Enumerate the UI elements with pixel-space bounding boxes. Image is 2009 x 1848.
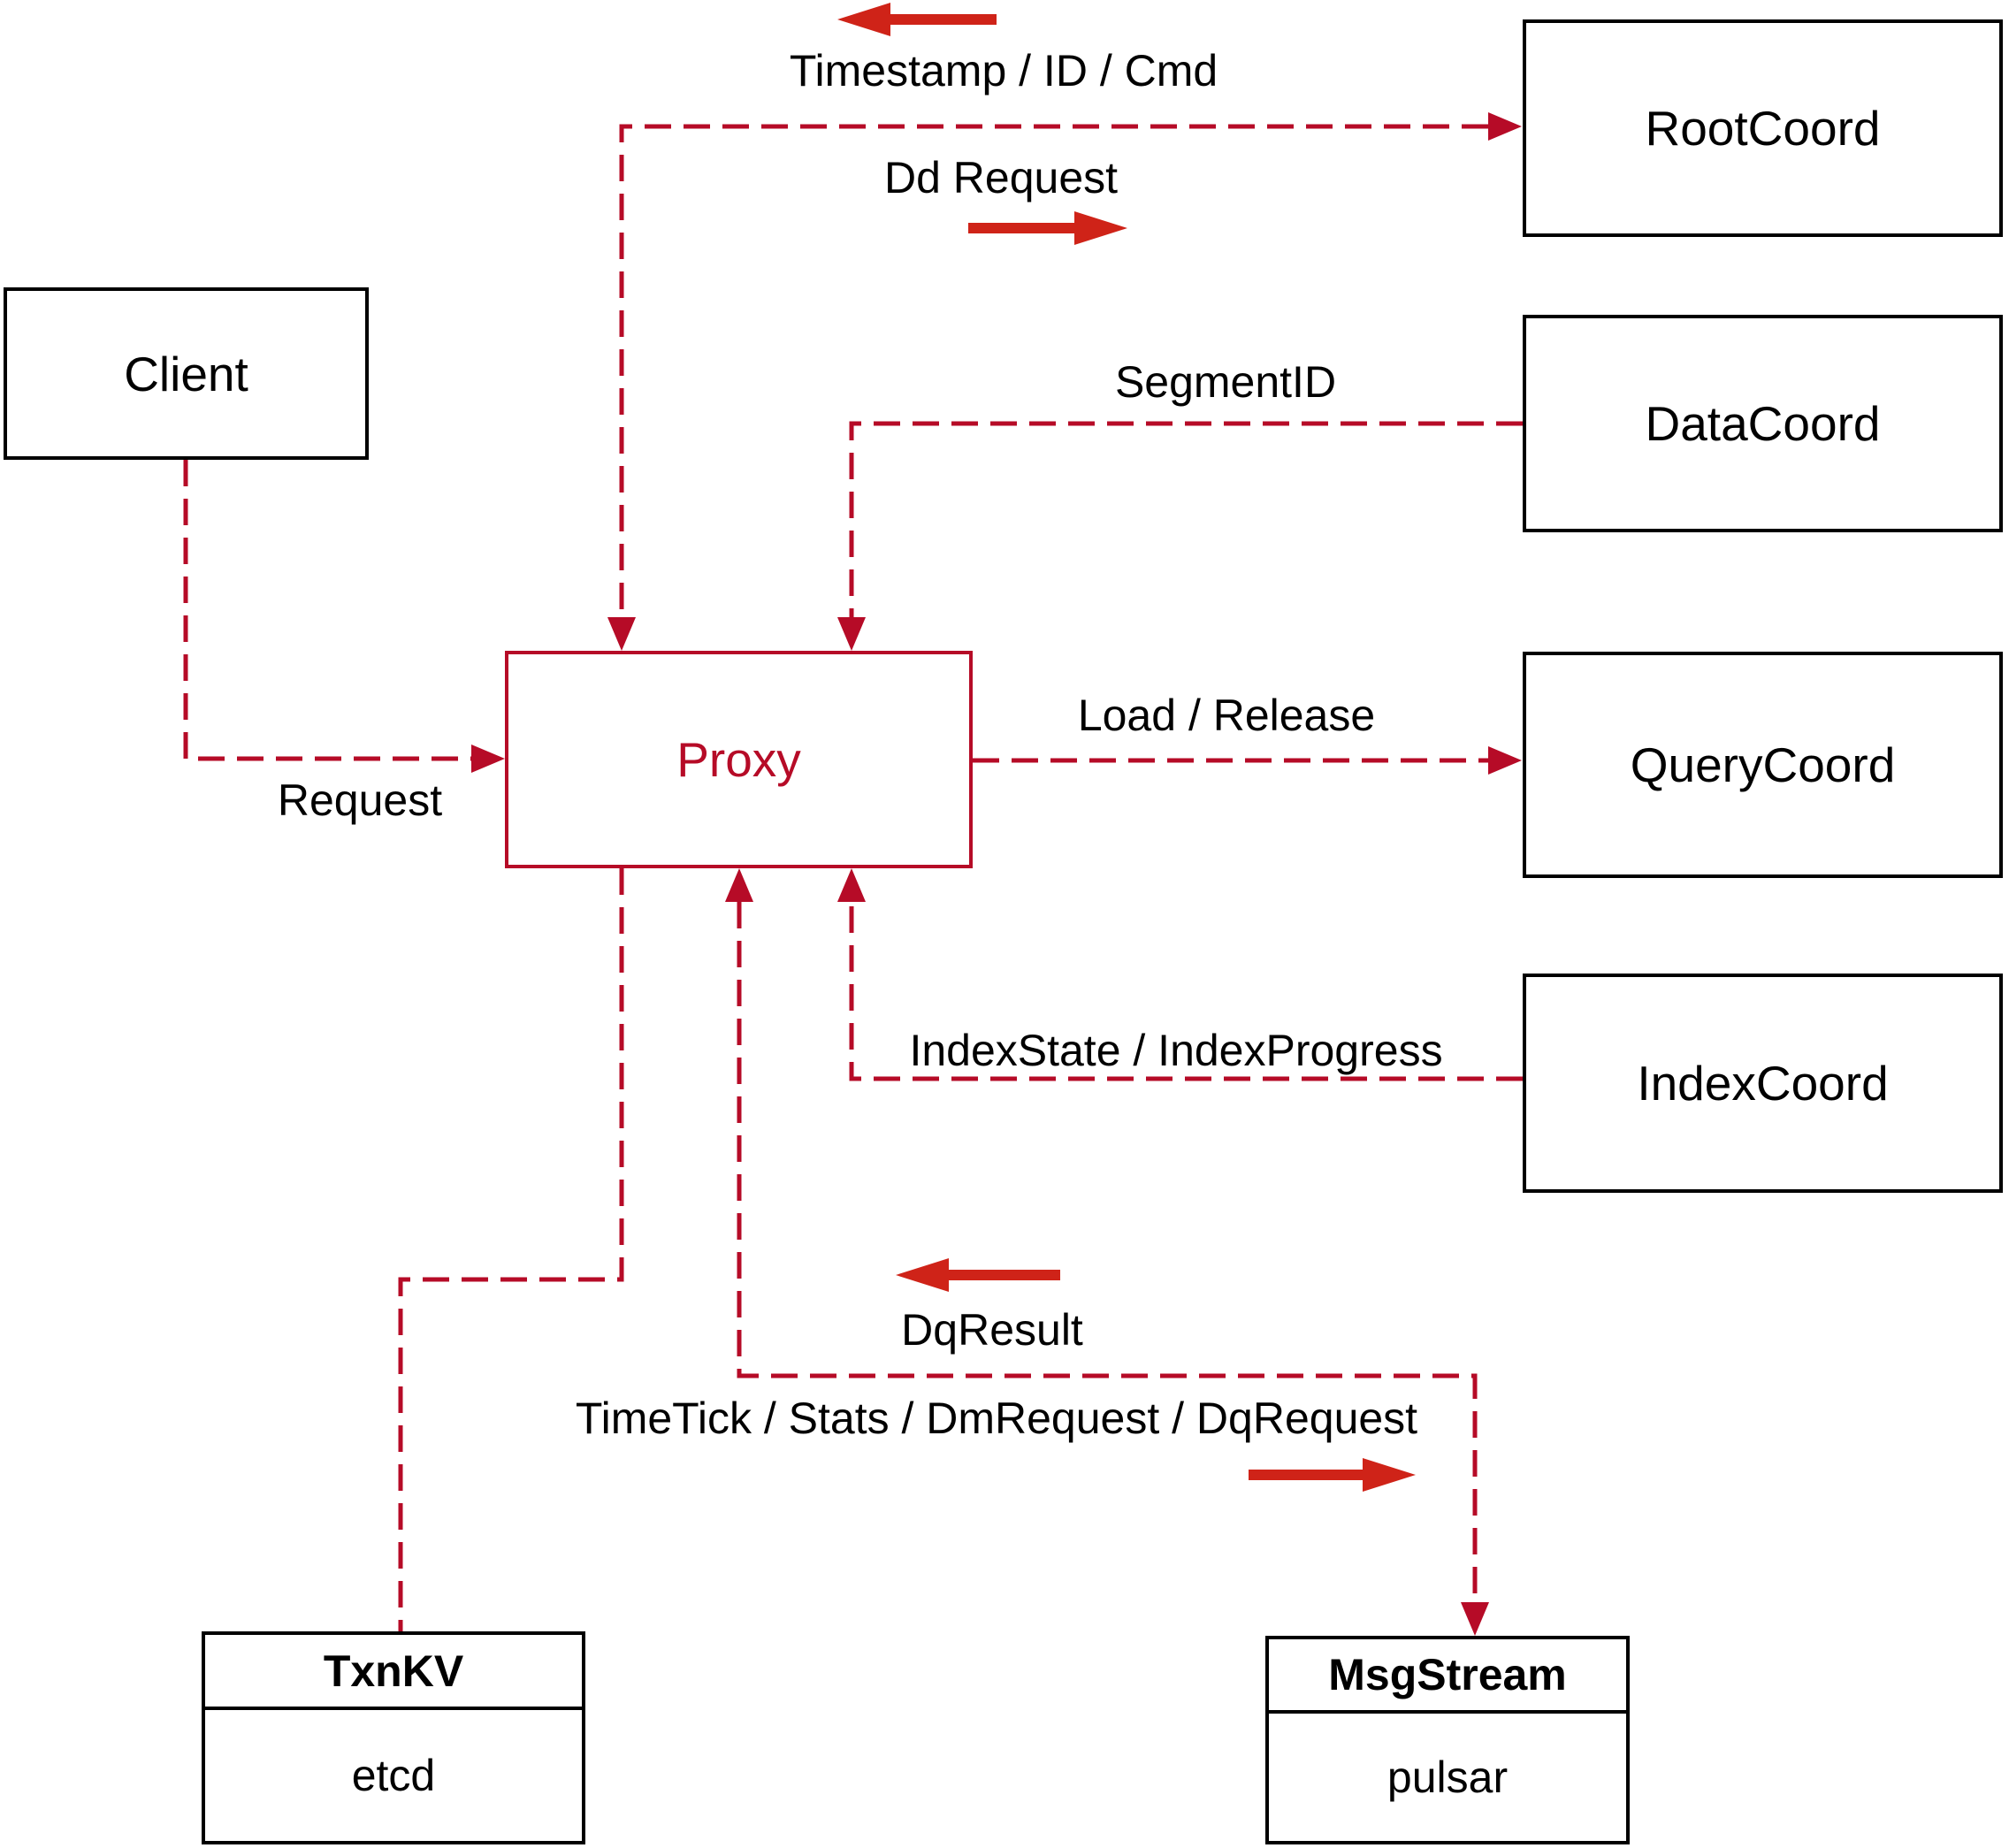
arrow-left-icon-timestamp [837, 3, 997, 36]
node-rootcoord: RootCoord [1523, 19, 2003, 237]
node-datacoord: DataCoord [1523, 315, 2003, 532]
edge-label-time-tick: TimeTick / Stats / DmRequest / DqRequest [575, 1394, 1418, 1443]
arrowhead-into-proxy-top-right [837, 617, 866, 651]
node-msgstream-title: MsgStream [1269, 1639, 1626, 1714]
arrow-right-icon-time-tick [1249, 1458, 1416, 1492]
arrow-right-icon-dd-request [968, 211, 1127, 245]
edge-proxy-to-querycoord [973, 746, 1522, 775]
arrowhead-into-proxy-bottom-left [725, 868, 753, 902]
node-txnkv-title: TxnKV [205, 1635, 582, 1710]
edge-label-index-state: IndexState / IndexProgress [909, 1026, 1443, 1075]
node-proxy: Proxy [505, 651, 973, 868]
edge-label-request: Request [277, 775, 443, 825]
node-proxy-label: Proxy [676, 732, 801, 787]
edge-label-timestamp: Timestamp / ID / Cmd [789, 46, 1218, 95]
arrowhead-into-proxy-top-left [607, 617, 636, 651]
arrow-left-icon-dq-result [896, 1258, 1060, 1292]
node-txnkv: TxnKV etcd [202, 1631, 585, 1844]
arrowhead-into-proxy-left [471, 745, 505, 773]
node-client-label: Client [124, 346, 248, 401]
edge-label-load-release: Load / Release [1077, 691, 1376, 740]
edge-proxy-to-txnkv [398, 868, 624, 1631]
arrowhead-into-msgstream [1461, 1602, 1489, 1636]
edge-proxy-msgstream [725, 868, 1489, 1636]
node-client: Client [4, 287, 369, 460]
node-querycoord: QueryCoord [1523, 652, 2003, 878]
node-rootcoord-label: RootCoord [1645, 101, 1881, 156]
node-msgstream: MsgStream pulsar [1265, 1636, 1630, 1844]
node-txnkv-subtitle: etcd [351, 1751, 436, 1800]
edge-label-segment-id: SegmentID [1114, 357, 1337, 407]
edge-proxy-rootcoord [607, 112, 1522, 651]
edge-label-dq-result: DqResult [901, 1305, 1083, 1355]
edge-datacoord-to-proxy [837, 421, 1523, 651]
arrowhead-into-rootcoord [1488, 112, 1522, 141]
edge-client-to-proxy [183, 460, 505, 773]
node-datacoord-label: DataCoord [1645, 396, 1881, 451]
edge-indexcoord-to-proxy [837, 868, 1523, 1081]
edge-label-dd-request: Dd Request [883, 153, 1119, 202]
node-indexcoord: IndexCoord [1523, 974, 2003, 1193]
node-indexcoord-label: IndexCoord [1637, 1056, 1889, 1111]
arrowhead-into-proxy-bottom-right [837, 868, 866, 902]
arrowhead-into-querycoord [1488, 746, 1522, 775]
node-querycoord-label: QueryCoord [1630, 737, 1896, 792]
node-msgstream-subtitle: pulsar [1386, 1753, 1509, 1802]
